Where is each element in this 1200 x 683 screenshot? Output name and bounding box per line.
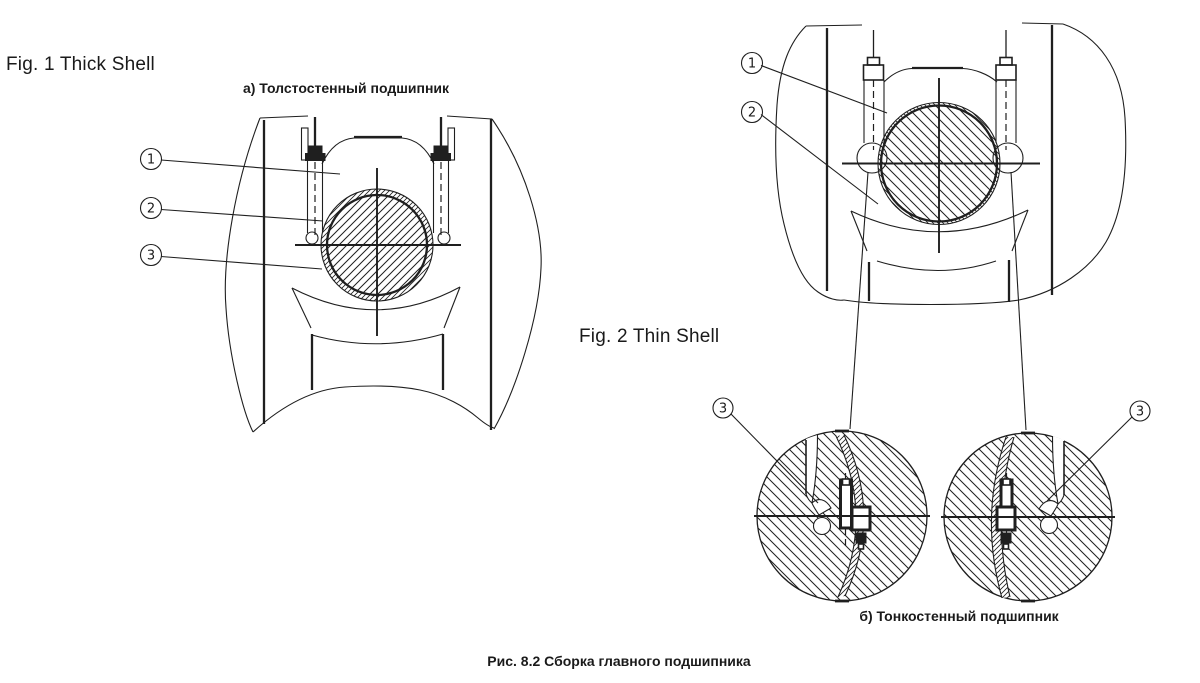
fig2-caption: б) Тонкостенный подшипник [859,608,1059,624]
fig1-callout-2-number: 2 [147,202,155,217]
fig2-centerlines [842,78,1040,253]
fig2-detail-view-left [754,429,930,603]
fig2-detail-leader-right [1010,171,1027,431]
fig1-bolt-right [430,117,456,245]
fig2-detail-view-right [941,431,1115,603]
fig2-detail-leader-left [849,171,869,430]
fig2-saddle-arch [883,66,998,83]
fig1-callout-1-number: 1 [147,153,155,168]
fig2-callout-2-number: 2 [748,106,756,121]
fig1-bolt-left [300,117,326,245]
fig2-callout-1 [740,51,888,114]
fig2-callout-1-number: 1 [748,57,756,72]
fig2-callout-3-right-number: 3 [1136,405,1144,420]
fig1-cap-arcs [291,286,461,390]
main-figure-caption: Рис. 8.2 Сборка главного подшипника [487,653,751,669]
fig1-callout-3-number: 3 [147,249,155,264]
fig2-callout-3-left [712,397,819,504]
fig1-title: Fig. 1 Thick Shell [6,54,155,75]
fig1-centerlines [295,168,461,336]
fig1-block-outline [224,115,542,433]
fig2-bolt-left [856,30,888,174]
fig2-callout-3-right [1046,400,1151,502]
fig1-thick-shell-drawing: 1 2 3 [139,115,542,433]
fig2-callout-2 [740,100,879,205]
fig2-detail-right-fitting [995,473,1017,550]
fig2-title: Fig. 2 Thin Shell [579,326,720,347]
fig1-callout-3 [139,243,323,270]
fig1-caption: а) Толстостенный подшипник [242,80,450,96]
fig2-thin-shell-drawing: 1 2 [712,22,1151,603]
fig2-detail-left-fitting [839,473,872,550]
fig2-block-outline [775,22,1127,306]
fig1-callout-1 [139,147,341,175]
fig1-callout-2 [139,196,324,222]
fig2-callout-3-left-number: 3 [719,402,727,417]
fig1-saddle-arch [321,135,435,165]
